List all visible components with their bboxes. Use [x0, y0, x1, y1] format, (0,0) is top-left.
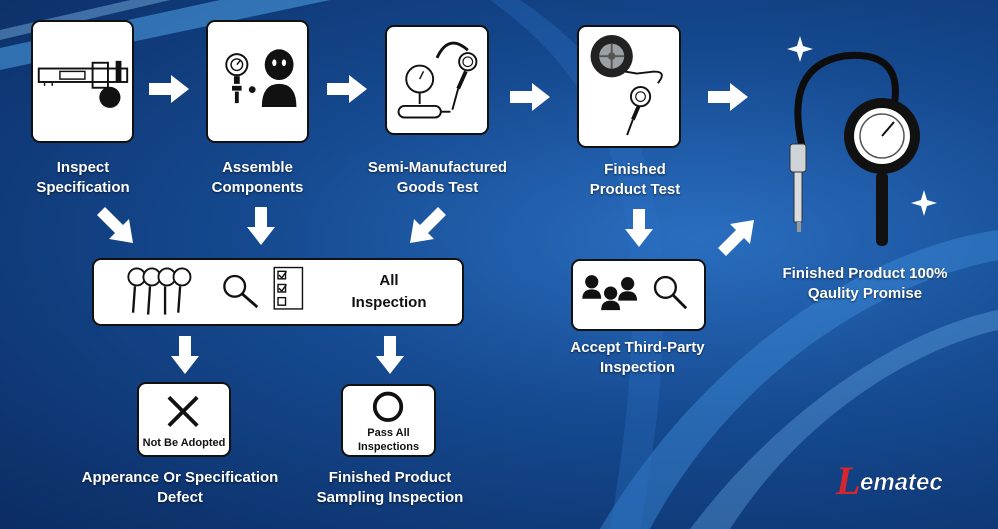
- sampling-inspection-label: Finished Product Sampling Inspection: [316, 469, 464, 506]
- arrow-down-left-icon: [410, 207, 446, 243]
- quality-promise-label: Finished Product 100% Qaulity Promise: [782, 265, 948, 302]
- assemble-components-label: Assemble Components: [211, 159, 304, 196]
- arrow-down-icon: [171, 336, 199, 374]
- cross-icon: [167, 395, 199, 427]
- all-inspection-box: All Inspection: [92, 258, 464, 326]
- not-adopted-text: Not Be Adopted: [142, 437, 226, 449]
- inspection-tools-icon: [127, 266, 304, 315]
- svg-text:L: L: [835, 458, 860, 502]
- finished-product-test-box: [577, 25, 681, 148]
- arrow-right-icon: [149, 75, 189, 103]
- svg-text:ematec: ematec: [860, 469, 943, 496]
- arrow-right-icon: [327, 75, 367, 103]
- arrow-down-icon: [376, 336, 404, 374]
- circle-pass-icon: [372, 391, 404, 422]
- inspect-specification-box: [31, 20, 134, 143]
- pass-all-text: Pass All Inspections: [357, 427, 420, 453]
- arrow-down-right-icon: [97, 207, 133, 243]
- third-party-inspection-box: [571, 259, 706, 331]
- defect-label: Apperance Or Specification Defect: [81, 469, 279, 506]
- third-party-label: Accept Third-Party Inspection: [570, 339, 705, 376]
- finished-product-test-label: Finished Product Test: [589, 161, 681, 198]
- all-inspection-text: All Inspection: [351, 272, 427, 311]
- inspect-specification-label: Inspect Specification: [36, 159, 130, 196]
- caliper-icon: [37, 60, 129, 108]
- semi-manufactured-test-box: [385, 25, 489, 135]
- arrow-right-icon: [708, 83, 748, 111]
- arrow-down-icon: [625, 209, 653, 247]
- pressure-test-icon: [397, 41, 478, 119]
- lematec-logo: L ematec: [835, 458, 943, 502]
- assemble-components-box: [206, 20, 309, 143]
- tire-gauge-icon: [590, 35, 663, 136]
- tire-gauge-product-icon: [787, 36, 937, 246]
- pass-all-box: Pass All Inspections: [341, 384, 436, 457]
- arrow-right-icon: [510, 83, 550, 111]
- arrow-down-icon: [247, 207, 275, 245]
- inspectors-icon: [582, 275, 688, 311]
- not-adopted-box: Not Be Adopted: [137, 382, 231, 457]
- arrow-up-right-icon: [718, 220, 754, 256]
- semi-manufactured-label: Semi-Manufactured Goods Test: [367, 159, 508, 196]
- gauge-and-worker-icon: [225, 49, 297, 107]
